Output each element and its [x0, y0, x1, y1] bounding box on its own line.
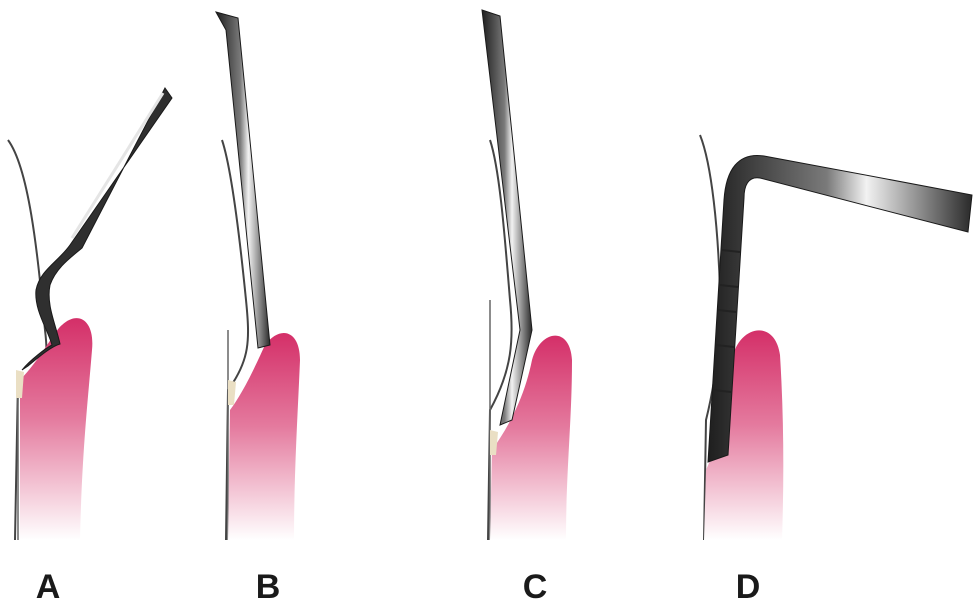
panel-label-c: C	[505, 568, 565, 606]
gingiva-c	[490, 336, 572, 540]
panel-d	[700, 135, 972, 540]
gingiva-a	[20, 318, 92, 540]
panel-label-d: D	[718, 568, 778, 606]
panel-label-b: B	[238, 568, 298, 606]
panel-c	[482, 10, 572, 540]
calculus-b	[228, 380, 236, 405]
panel-b	[216, 12, 300, 540]
instrument-a-highlight	[72, 93, 163, 238]
instrument-b	[216, 12, 270, 348]
panel-label-a: A	[18, 568, 78, 606]
panel-a	[8, 88, 172, 540]
gingiva-b	[228, 333, 300, 540]
